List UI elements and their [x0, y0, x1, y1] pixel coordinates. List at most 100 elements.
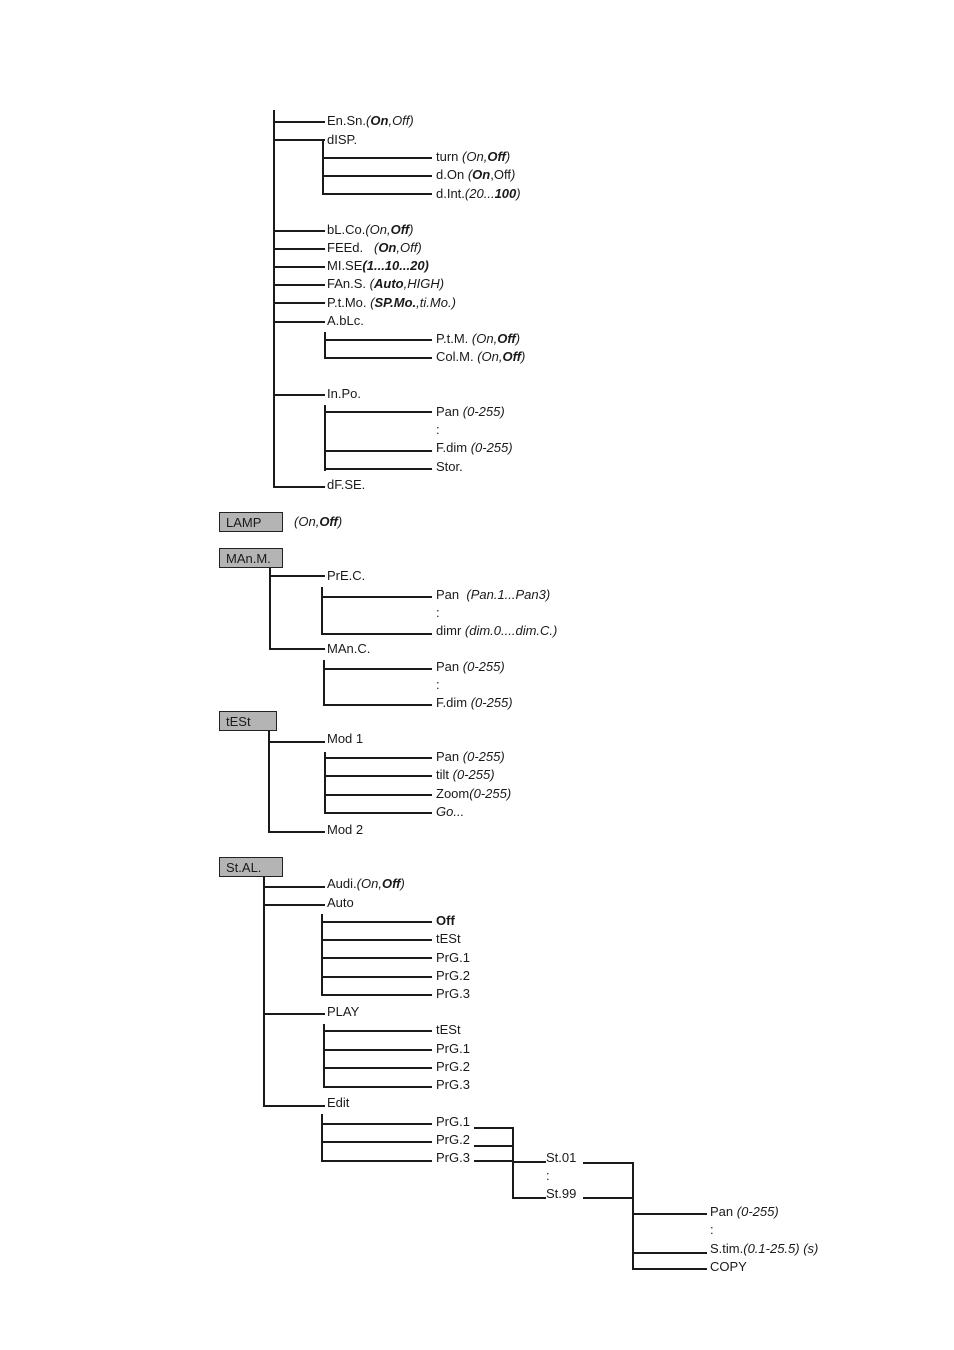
tree-line: [273, 230, 325, 232]
tree-line: [632, 1162, 634, 1270]
tree-line: [632, 1252, 707, 1254]
menu-item-inpo-fdim: F.dim (0-255): [436, 440, 513, 455]
tree-line: [273, 139, 325, 141]
tree-line: [321, 1141, 432, 1143]
tree-line: [474, 1160, 514, 1162]
menu-item-d-on: d.On (On,Off): [436, 167, 516, 182]
menu-item-play-prg2: PrG.2: [436, 1059, 470, 1074]
tree-line: [321, 957, 432, 959]
menu-item-disp: dISP.: [327, 132, 358, 147]
menu-item-manc-colon: :: [436, 677, 440, 692]
tree-line: [263, 1013, 325, 1015]
menu-item-ptmo: P.t.Mo. (SP.Mo.,ti.Mo.): [327, 295, 456, 310]
tree-line: [323, 1067, 432, 1069]
tree-line: [263, 877, 265, 1107]
tree-line: [273, 486, 325, 488]
tree-line: [324, 757, 432, 759]
tree-line: [273, 321, 325, 323]
tree-line: [321, 587, 323, 635]
tree-line: [273, 302, 325, 304]
menu-item-stim: S.tim.(0.1-25.5) (s): [710, 1241, 819, 1256]
menu-item-inpo: In.Po.: [327, 386, 361, 401]
tree-line: [324, 468, 432, 470]
menu-item-play-prg1: PrG.1: [436, 1041, 470, 1056]
menu-item-manc: MAn.C.: [327, 641, 371, 656]
menu-item-edit-prg1: PrG.1: [436, 1114, 470, 1129]
tree-line: [321, 914, 323, 996]
menu-item-play-prg3: PrG.3: [436, 1077, 470, 1092]
tree-line: [324, 411, 432, 413]
tree-line: [269, 648, 325, 650]
tree-line: [273, 284, 325, 286]
tree-line: [321, 633, 432, 635]
tree-line: [273, 248, 325, 250]
tree-line: [321, 994, 432, 996]
menu-box-test: tESt: [219, 711, 277, 731]
menu-item-auto-test: tESt: [436, 931, 461, 946]
tree-line: [268, 831, 325, 833]
menu-item-auto-prg3: PrG.3: [436, 986, 470, 1001]
menu-item-dfse: dF.SE.: [327, 477, 366, 492]
tree-line: [273, 110, 275, 488]
menu-item-prec-dimr: dimr (dim.0....dim.C.): [436, 623, 558, 638]
menu-item-play-test: tESt: [436, 1022, 461, 1037]
menu-item-colm: Col.M. (On,Off): [436, 349, 526, 364]
tree-line: [322, 193, 432, 195]
menu-item-mod1-go: Go...: [436, 804, 465, 819]
menu-item-step-pan: Pan (0-255): [710, 1204, 779, 1219]
tree-line: [268, 731, 270, 833]
menu-item-ablc: A.bLc.: [327, 313, 364, 328]
tree-line: [324, 405, 326, 471]
menu-item-mod1-zoom: Zoom(0-255): [436, 786, 512, 801]
tree-line: [583, 1162, 634, 1164]
tree-line: [512, 1127, 514, 1199]
tree-line: [323, 660, 325, 706]
tree-line: [474, 1145, 514, 1147]
tree-line: [269, 568, 271, 650]
menu-item-turn: turn (On,Off): [436, 149, 511, 164]
tree-line: [322, 139, 324, 195]
menu-item-st-colon: :: [546, 1168, 550, 1183]
menu-item-mi-se: MI.SE(1...10...20): [327, 258, 429, 273]
menu-box-manm: MAn.M.: [219, 548, 283, 568]
menu-item-lamp-options: (On,Off): [294, 514, 343, 529]
menu-item-edit-prg2: PrG.2: [436, 1132, 470, 1147]
menu-item-copy: COPY: [710, 1259, 747, 1274]
menu-item-stor: Stor.: [436, 459, 463, 474]
menu-item-prec-pan: Pan (Pan.1...Pan3): [436, 587, 551, 602]
menu-item-edit: Edit: [327, 1095, 350, 1110]
menu-item-bl-co: bL.Co.(On,Off): [327, 222, 414, 237]
menu-box-lamp: LAMP: [219, 512, 283, 532]
tree-line: [273, 394, 325, 396]
menu-item-en-sn: En.Sn.(On,Off): [327, 113, 414, 128]
tree-line: [321, 596, 432, 598]
menu-item-mod1-pan: Pan (0-255): [436, 749, 505, 764]
menu-item-auto-prg2: PrG.2: [436, 968, 470, 983]
menu-item-manc-fdim: F.dim (0-255): [436, 695, 513, 710]
tree-line: [323, 704, 432, 706]
tree-line: [268, 741, 325, 743]
tree-line: [273, 266, 325, 268]
menu-box-stal: St.AL.: [219, 857, 283, 877]
tree-line: [323, 1024, 325, 1088]
menu-item-inpo-colon: :: [436, 422, 440, 437]
menu-item-mod2: Mod 2: [327, 822, 364, 837]
tree-line: [322, 175, 432, 177]
menu-item-play: PLAY: [327, 1004, 360, 1019]
tree-line: [583, 1197, 634, 1199]
menu-item-step-colon: :: [710, 1222, 714, 1237]
menu-item-feed: FEEd. (On,Off): [327, 240, 422, 255]
tree-line: [321, 921, 432, 923]
menu-item-inpo-pan: Pan (0-255): [436, 404, 505, 419]
tree-line: [512, 1197, 546, 1199]
tree-line: [321, 1123, 432, 1125]
tree-line: [324, 339, 432, 341]
tree-line: [263, 904, 325, 906]
tree-line: [632, 1268, 707, 1270]
tree-line: [512, 1161, 546, 1163]
menu-item-auto: Auto: [327, 895, 354, 910]
tree-line: [322, 157, 432, 159]
menu-item-ptm: P.t.M. (On,Off): [436, 331, 521, 346]
tree-line: [263, 1105, 325, 1107]
